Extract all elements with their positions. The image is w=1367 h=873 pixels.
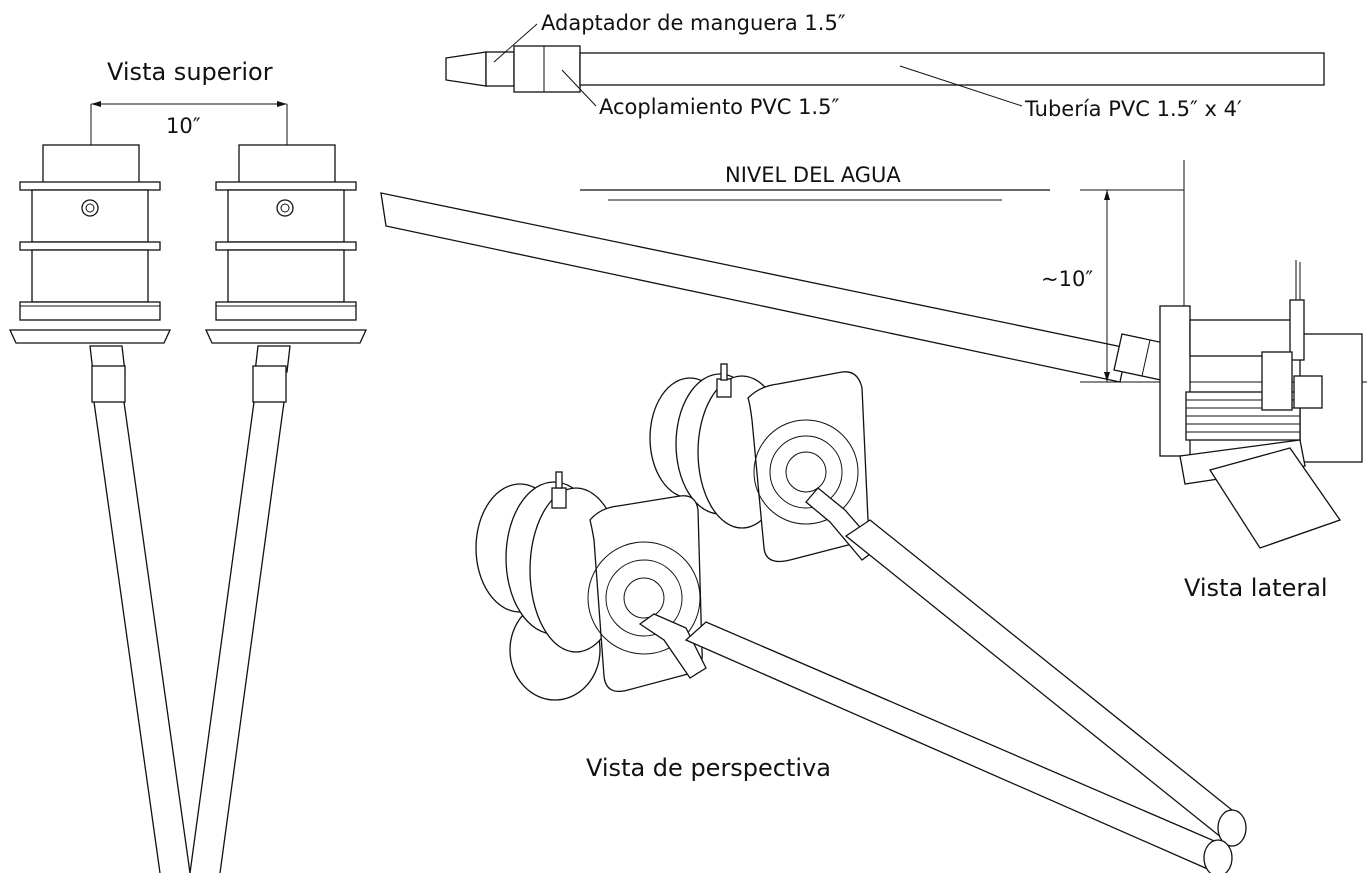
pvc-pipe	[579, 52, 1325, 86]
perspective-jet-front	[475, 471, 1233, 873]
side-jet-body	[1159, 160, 1363, 549]
depth-label: ~10″	[1041, 267, 1093, 291]
perspective-jet-back	[649, 363, 1247, 847]
left-jet-top	[8, 144, 191, 873]
pvc-coupling	[513, 45, 581, 93]
water-level-label: NIVEL DEL AGUA	[725, 163, 901, 187]
top-view: Vista superior 10″	[8, 58, 368, 873]
perspective-view-title: Vista de perspectiva	[586, 754, 831, 782]
top-view-title: Vista superior	[107, 58, 273, 86]
side-view-title: Vista lateral	[1184, 574, 1328, 602]
pvc-pipe-label: Tubería PVC 1.5″ x 4′	[1024, 97, 1242, 121]
top-spacing-dimension: 10″	[90, 101, 288, 145]
side-angled-pipe	[380, 192, 1128, 383]
perspective-view: Vista de perspectiva	[475, 363, 1247, 873]
pipe-parts: Adaptador de manguera 1.5″ Acoplamiento …	[445, 11, 1325, 121]
pvc-coupling-label: Acoplamiento PVC 1.5″	[599, 95, 839, 119]
hose-adapter	[445, 51, 487, 87]
hose-adapter-label: Adaptador de manguera 1.5″	[541, 11, 846, 35]
right-jet-top	[189, 144, 368, 873]
top-spacing-label: 10″	[166, 114, 201, 138]
side-view: NIVEL DEL AGUA ~10″	[380, 160, 1367, 602]
